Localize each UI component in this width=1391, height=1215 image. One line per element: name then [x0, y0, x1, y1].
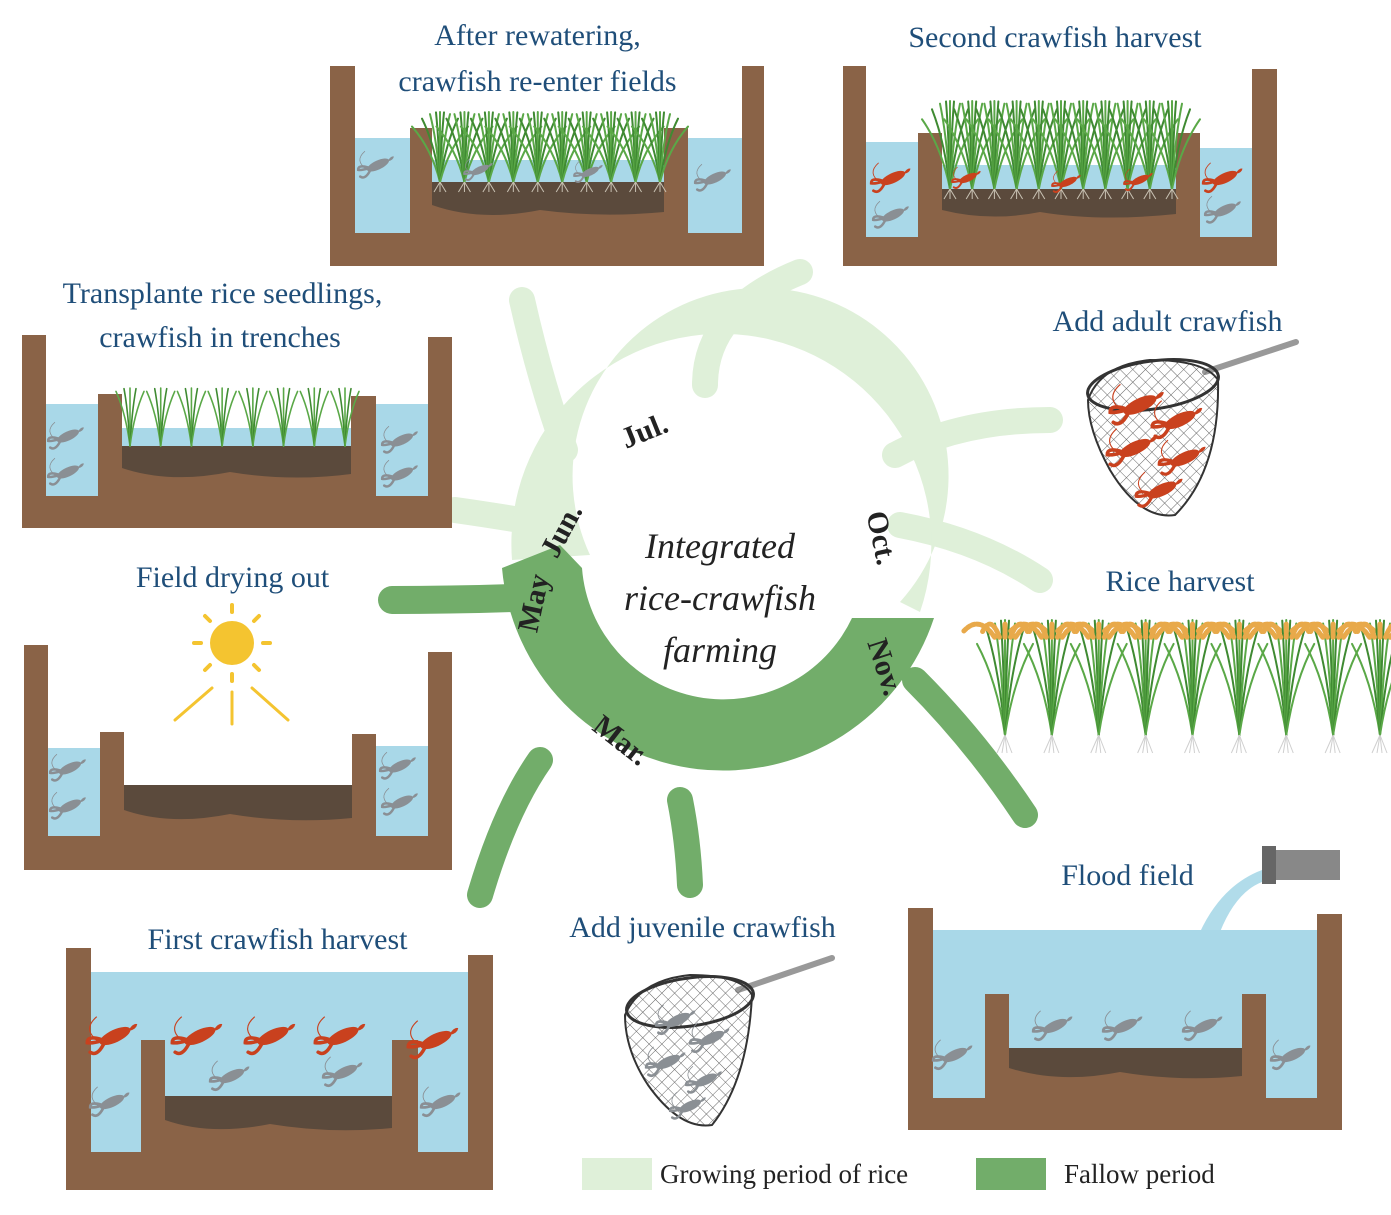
center-title-line3: farming — [662, 630, 777, 670]
crawfish — [1123, 168, 1153, 191]
rice-plants — [411, 111, 689, 193]
crawfish — [693, 163, 731, 192]
cycle-ring — [502, 287, 949, 771]
crawfish — [573, 160, 603, 183]
crawfish — [48, 753, 86, 782]
net-adult-crawfish-icon — [1086, 339, 1299, 517]
crawfish — [644, 1046, 686, 1078]
crawfish — [321, 1056, 363, 1088]
crawfish — [85, 1016, 138, 1056]
field-transplant — [22, 335, 452, 528]
crawfish — [1269, 1039, 1311, 1071]
sun-icon — [173, 603, 290, 726]
crawfish — [406, 1020, 459, 1060]
rice-seedlings — [115, 387, 360, 447]
crawfish — [48, 791, 86, 820]
crawfish — [869, 162, 911, 194]
fallow-arc — [502, 568, 934, 771]
crawfish — [684, 1065, 722, 1094]
rice-harvest-plants — [960, 619, 1391, 754]
water-pipe-icon — [1200, 846, 1340, 932]
growing-arc — [511, 287, 949, 612]
crawfish — [871, 200, 909, 229]
legend-label-growing: Growing period of rice — [660, 1159, 909, 1189]
legend-swatch-growing — [582, 1158, 652, 1190]
crawfish — [170, 1016, 223, 1056]
mature-rice — [960, 619, 1391, 754]
crawfish — [951, 166, 981, 189]
label-first-harvest: First crawfish harvest — [147, 923, 408, 956]
field-second-harvest — [843, 66, 1277, 266]
crawfish — [1051, 170, 1081, 193]
label-transplant-line2: crawfish in trenches — [99, 321, 341, 354]
month-jul: Jul. — [616, 407, 672, 455]
label-rewatering-line2: crawfish re-enter fields — [398, 65, 677, 98]
crawfish — [1105, 428, 1158, 468]
label-add-adult: Add adult crawfish — [1052, 305, 1283, 338]
crawfish — [668, 1091, 706, 1120]
label-drying: Field drying out — [135, 561, 330, 594]
crawfish — [380, 787, 418, 816]
crawfish — [463, 158, 493, 181]
crawfish — [380, 459, 418, 488]
crawfish — [1108, 383, 1164, 426]
label-rice-harvest: Rice harvest — [1105, 565, 1255, 598]
crawfish — [1157, 439, 1206, 476]
crawfish — [46, 421, 84, 450]
label-rewatering-line1: After rewatering, — [434, 19, 641, 52]
crawfish — [356, 150, 394, 179]
field-flood — [908, 846, 1342, 1130]
crawfish — [654, 1004, 696, 1036]
crawfish — [1181, 1010, 1223, 1042]
crawfish — [46, 457, 84, 486]
label-second-harvest: Second crawfish harvest — [908, 21, 1202, 54]
crawfish — [931, 1039, 973, 1071]
crawfish — [1101, 1010, 1143, 1042]
crawfish — [243, 1016, 296, 1056]
crawfish — [1031, 1010, 1073, 1042]
crawfish — [1201, 162, 1243, 194]
crawfish — [688, 1022, 730, 1054]
center-title-line1: Integrated — [645, 526, 795, 566]
crawfish — [88, 1086, 130, 1118]
crawfish — [1134, 471, 1183, 508]
crawfish — [380, 425, 418, 454]
crawfish — [208, 1060, 250, 1092]
net-juvenile-crawfish-icon — [623, 955, 835, 1127]
field-first-harvest — [66, 948, 493, 1190]
legend-swatch-fallow — [976, 1158, 1046, 1190]
crawfish — [1203, 195, 1241, 224]
crawfish — [378, 751, 416, 780]
field-rewatering — [330, 66, 764, 266]
crawfish — [419, 1086, 461, 1118]
crawfish — [313, 1016, 366, 1056]
legend-label-fallow: Fallow period — [1064, 1159, 1215, 1189]
fallow-arc-start — [502, 545, 582, 568]
rice-plants — [921, 100, 1201, 200]
label-transplant-line1: Transplante rice seedlings, — [62, 277, 383, 310]
label-add-juvenile: Add juvenile crawfish — [569, 911, 836, 944]
field-drying — [24, 603, 452, 870]
center-title-line2: rice-crawfish — [624, 578, 816, 618]
label-flood: Flood field — [1061, 859, 1194, 892]
